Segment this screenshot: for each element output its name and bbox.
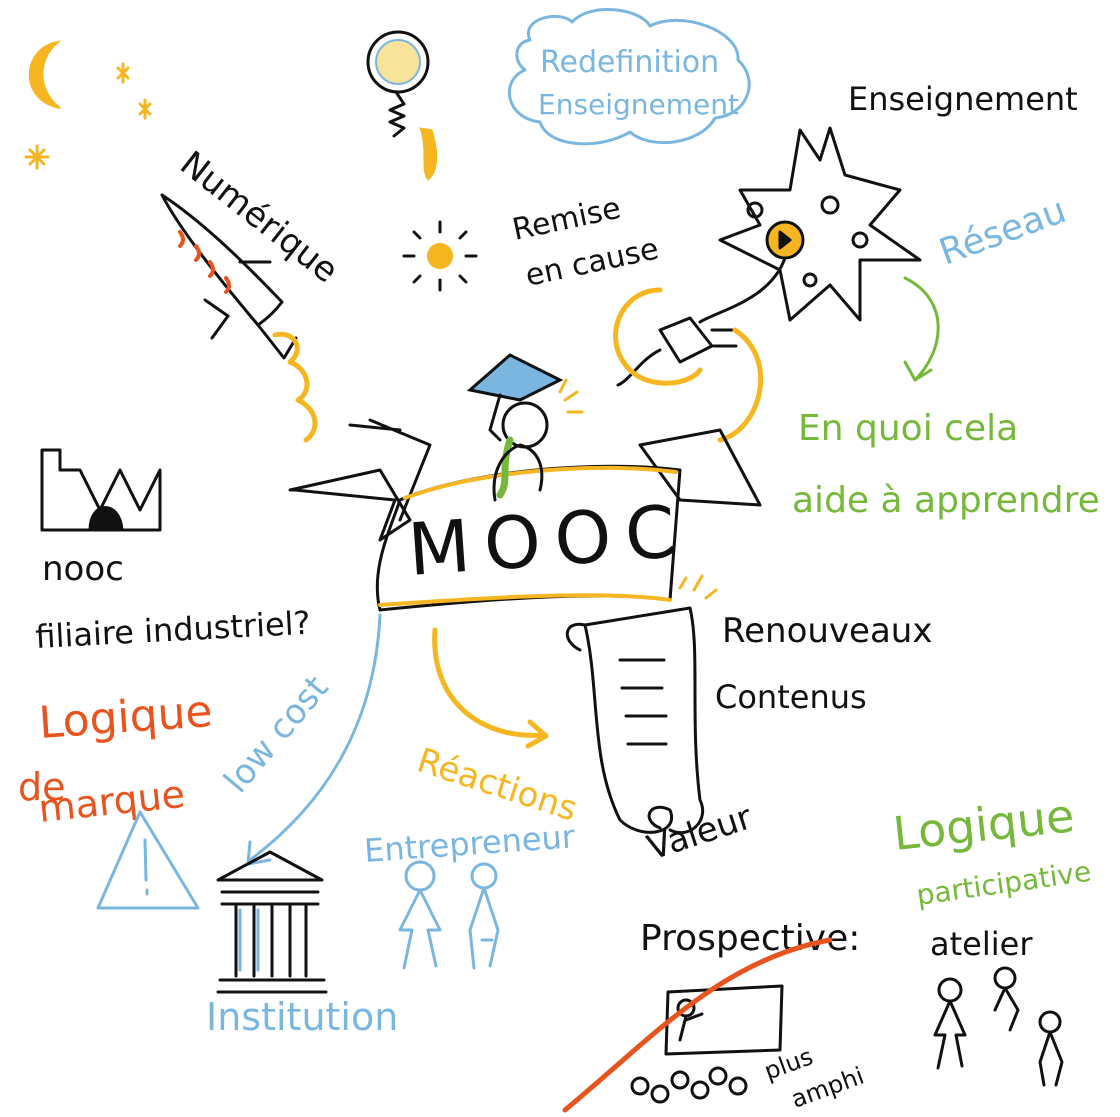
sun-icon xyxy=(402,220,478,292)
graduate-icon xyxy=(466,353,584,502)
contenus-label: Contenus xyxy=(715,678,867,716)
enseignement-label: Enseignement xyxy=(848,80,1078,118)
numerique-label: Numérique xyxy=(172,144,345,292)
atelier-label: atelier xyxy=(930,925,1033,963)
lightbulb-icon xyxy=(366,30,438,181)
reseau-label: Réseau xyxy=(934,190,1071,273)
logique-marque-label-1: Logique xyxy=(37,686,214,749)
logique-part-label-1: Logique xyxy=(891,788,1077,861)
scroll-icon xyxy=(566,574,718,835)
cloud-shape xyxy=(508,8,751,146)
logique-part-label-2: participative xyxy=(914,855,1093,912)
filiere-label: filiaire industriel? xyxy=(34,604,311,656)
warning-icon xyxy=(96,810,200,910)
redefinition-sub-label: Enseignement xyxy=(538,88,739,121)
people-icon xyxy=(398,860,500,970)
star-icon xyxy=(24,62,152,170)
entrepreneur-label: Entrepreneur xyxy=(363,817,577,870)
aide-label: aide à apprendre xyxy=(792,480,1100,521)
people-icon xyxy=(933,966,1064,1087)
redefinition-label: Redefinition xyxy=(540,45,719,80)
green-arrow xyxy=(903,276,940,382)
renouveaux-label: Renouveaux xyxy=(722,611,932,651)
remise-label-1: Remise xyxy=(509,191,623,248)
reactions-label: Réactions xyxy=(412,741,582,830)
nooc-label: nooc xyxy=(42,549,124,589)
rocket-icon xyxy=(160,193,318,443)
prospective-label: Prospective: xyxy=(640,918,860,959)
reactions-arrow xyxy=(432,627,549,749)
factory-icon xyxy=(40,448,162,532)
en-quoi-label: En quoi cela xyxy=(798,408,1018,449)
moon-icon xyxy=(28,40,62,109)
logique-marque-label-2: de xyxy=(18,765,66,809)
network-icon xyxy=(698,126,922,324)
mooc-title: MOOC xyxy=(405,489,692,592)
institution-label: Institution xyxy=(206,995,398,1039)
trend-line xyxy=(562,937,833,1113)
plug-icon xyxy=(616,316,738,387)
institution-icon xyxy=(216,850,328,994)
yellow-arc-right xyxy=(717,327,764,443)
yellow-arc-left xyxy=(613,287,703,386)
classroom-icon xyxy=(630,984,784,1104)
low-cost-label: low cost xyxy=(216,668,336,801)
